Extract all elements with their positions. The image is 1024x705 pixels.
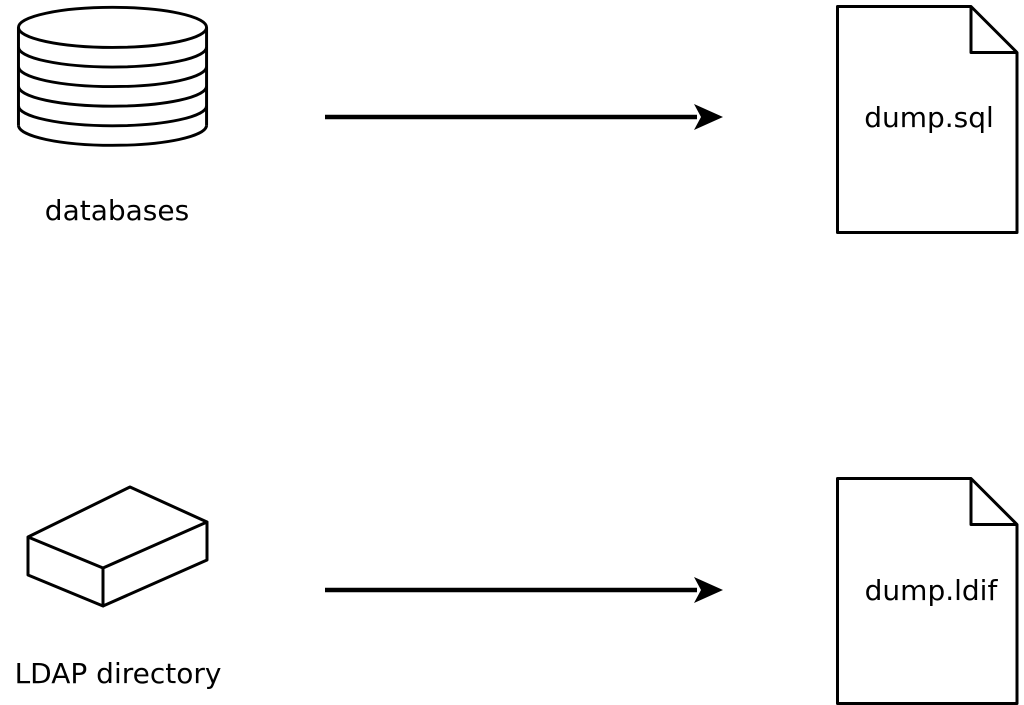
document-corner-fold	[969, 6, 1017, 54]
source-label-ldap-directory: LDAP directory	[15, 657, 222, 690]
box-3d-icon	[26, 485, 209, 608]
arrow-head	[694, 104, 723, 130]
database-disk-line	[16, 105, 209, 128]
arrow-head	[694, 577, 723, 603]
database-disk-line	[16, 85, 209, 108]
document-file-icon	[836, 5, 1019, 234]
database-top-ellipse	[16, 5, 209, 49]
box-right-face	[102, 522, 209, 608]
database-disk-line	[16, 46, 209, 69]
box-left-face	[26, 537, 105, 608]
arrow-right-icon	[325, 577, 723, 603]
database-disk-line	[16, 66, 209, 89]
document-outline	[836, 5, 1019, 234]
box-top-face	[26, 485, 209, 570]
database-bottom-arc	[16, 125, 209, 147]
document-corner-fold	[969, 478, 1017, 526]
database-cylinder-icon	[16, 5, 209, 147]
target-label-dump-sql: dump.sql	[864, 101, 994, 134]
arrow-right-icon	[325, 104, 723, 130]
source-label-databases: databases	[45, 194, 189, 227]
document-outline	[836, 477, 1019, 705]
target-label-dump-ldif: dump.ldif	[865, 574, 999, 607]
document-file-icon	[836, 477, 1019, 705]
